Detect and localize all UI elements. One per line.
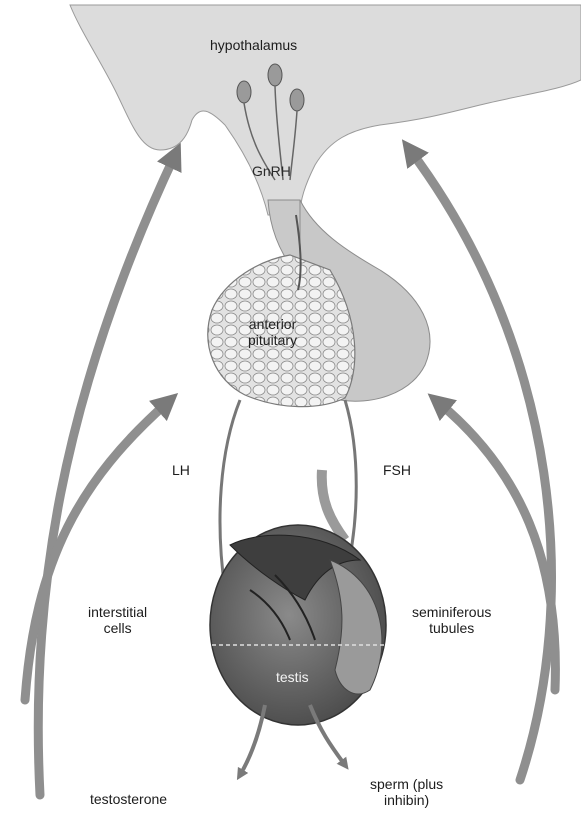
interstitial-cells-label: interstitial cells	[88, 604, 147, 636]
lh-label: LH	[172, 462, 190, 478]
testis-shape	[210, 525, 386, 725]
seminiferous-tubules-line-1: seminiferous	[412, 604, 491, 620]
hypothalamus-label: hypothalamus	[210, 37, 297, 53]
testosterone-label: testosterone	[90, 791, 167, 807]
testis-label: testis	[276, 669, 309, 685]
outer-left-arrow	[38, 155, 175, 795]
hypothalamus-shape	[70, 5, 581, 215]
interstitial-cells-line-2: cells	[88, 620, 147, 636]
testosterone-arrow	[240, 705, 265, 775]
sperm-inhibin-line-2: inhibin)	[370, 792, 443, 808]
seminiferous-tubules-label: seminiferous tubules	[412, 604, 491, 636]
interstitial-cells-line-1: interstitial	[88, 604, 147, 620]
seminiferous-tubules-line-2: tubules	[412, 620, 491, 636]
anterior-pituitary-label: anterior pituitary	[248, 316, 297, 348]
outer-right-arrow	[410, 150, 551, 780]
sperm-inhibin-line-1: sperm (plus	[370, 776, 443, 792]
fsh-label: FSH	[383, 462, 411, 478]
sperm-inhibin-label: sperm (plus inhibin)	[370, 776, 443, 808]
anterior-pituitary-line-2: pituitary	[248, 332, 297, 348]
gnrh-label: GnRH	[252, 163, 291, 179]
anterior-pituitary-line-1: anterior	[248, 316, 297, 332]
